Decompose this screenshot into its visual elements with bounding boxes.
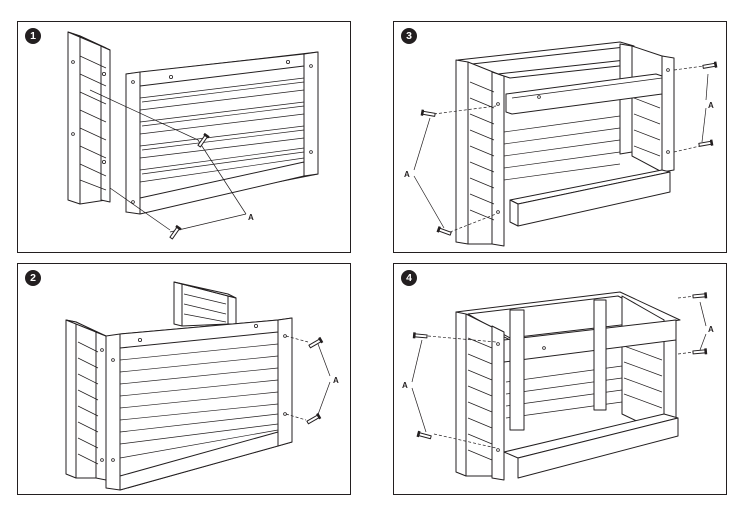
front-louver-panel bbox=[125, 51, 319, 215]
step-1-illustration: A bbox=[67, 31, 319, 240]
screw-label-a-left: A bbox=[404, 170, 410, 179]
front-louver-panel bbox=[105, 317, 293, 491]
step-4-badge: 4 bbox=[401, 270, 417, 286]
step-2-illustration: A bbox=[65, 281, 339, 491]
screw-a-group bbox=[89, 89, 247, 240]
screw-a-group bbox=[411, 292, 708, 449]
screw-label-a-right: A bbox=[708, 101, 714, 110]
step-1-badge: 1 bbox=[25, 28, 41, 44]
step-3-badge: 3 bbox=[401, 28, 417, 44]
back-louver-panel bbox=[173, 281, 237, 327]
side-louver-panel bbox=[65, 319, 107, 481]
side-louver-panel bbox=[67, 31, 111, 205]
step-2-badge: 2 bbox=[25, 270, 41, 286]
step-4-panel: 4 bbox=[393, 263, 727, 495]
step-4-illustration: A A bbox=[402, 291, 714, 481]
screw-a-group bbox=[413, 61, 718, 236]
screw-a-group bbox=[285, 335, 331, 425]
step-1-panel: 1 bbox=[17, 21, 351, 253]
step-3-illustration: A A bbox=[404, 41, 718, 247]
frame-assembly bbox=[455, 291, 681, 481]
frame-assembly bbox=[455, 41, 675, 247]
screw-label-a-left: A bbox=[402, 381, 408, 390]
screw-label-a: A bbox=[333, 376, 339, 385]
screw-label-a-right: A bbox=[708, 325, 714, 334]
screw-label-a: A bbox=[248, 213, 254, 222]
step-3-panel: 3 bbox=[393, 21, 727, 253]
step-2-panel: 2 bbox=[17, 263, 351, 495]
